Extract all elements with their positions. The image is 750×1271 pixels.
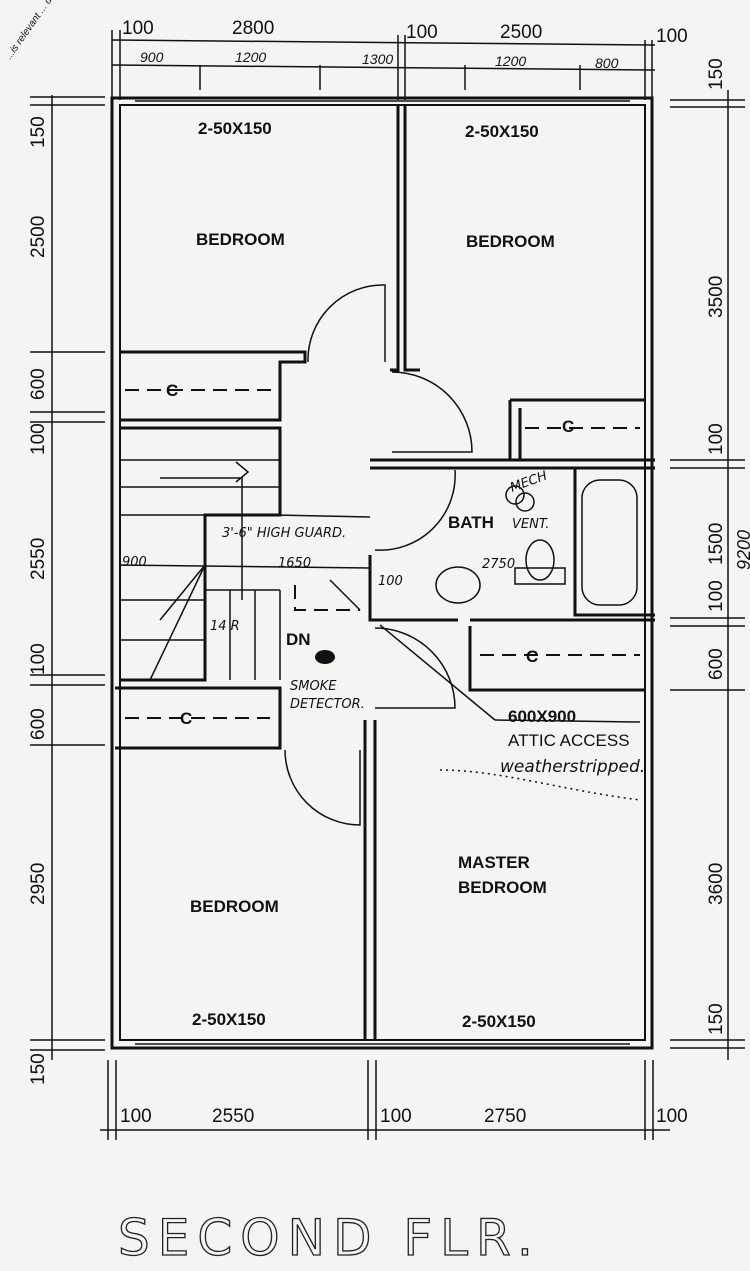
dim-text: 800 (595, 55, 619, 71)
right-dimensions: 150 3500 100 1500 100 600 3600 150 9200 (670, 58, 750, 1060)
dim-text: 100 (122, 18, 154, 39)
dim-text: 1300 (362, 51, 393, 67)
risers-note: 14 R (210, 619, 240, 634)
left-dimensions: 150 2500 600 100 2550 100 600 2950 150 (28, 95, 105, 1085)
bath-dim: 2750 (482, 557, 515, 572)
dim-text: 2800 (232, 18, 274, 39)
room-label: BATH (448, 513, 494, 532)
stair-width: 900 (122, 555, 147, 570)
room-label: BEDROOM (190, 897, 279, 916)
header-label: 2-50X150 (198, 119, 272, 138)
attic-label: ATTIC ACCESS (508, 731, 630, 750)
dim-text: 3500 (706, 276, 727, 318)
header-label: 2-50X150 (465, 122, 539, 141)
dim-text: 2950 (28, 863, 49, 905)
room-label: BEDROOM (196, 230, 285, 249)
dim-text: 100 (706, 423, 727, 455)
dim-text: 100 (120, 1106, 152, 1127)
dim-text: 100 (28, 423, 49, 455)
dim-text: 150 (28, 1053, 49, 1085)
dim-text: 100 (656, 1106, 688, 1127)
room-label: BEDROOM (466, 232, 555, 251)
header-label: 2-50X150 (192, 1010, 266, 1029)
dim-text: 1500 (706, 523, 727, 565)
guard-length: 1650 (278, 556, 311, 571)
bath-wall: 100 (378, 574, 403, 589)
smoke-detector-note: DETECTOR. (290, 697, 365, 712)
guard-note: 3'-6" HIGH GUARD. (222, 526, 346, 541)
dim-text: 100 (406, 22, 438, 43)
walls (110, 96, 655, 1050)
dim-text: 600 (28, 368, 49, 400)
dim-text: 100 (28, 643, 49, 675)
dim-text: 900 (140, 49, 164, 65)
dim-text: 2500 (500, 22, 542, 43)
dim-text: 1200 (235, 49, 266, 65)
dim-text: 9200 (734, 530, 750, 570)
dim-text: 3600 (706, 863, 727, 905)
bottom-dimensions: 100 2550 100 2750 100 (100, 1060, 688, 1140)
closet-label: C (526, 647, 538, 666)
dim-text: 150 (28, 116, 49, 148)
dim-text: 600 (28, 708, 49, 740)
dim-text: 100 (706, 580, 727, 612)
dim-text: 150 (706, 58, 727, 90)
dim-text: 1200 (495, 53, 526, 69)
closet-label: C (180, 709, 192, 728)
dim-text: 2550 (28, 538, 49, 580)
attic-size: 600X900 (508, 707, 576, 726)
closet-label: C (562, 417, 574, 436)
smoke-detector-note: SMOKE (290, 679, 337, 694)
dim-text: 2750 (484, 1106, 526, 1127)
corner-note: ...is relevant ... document and ... upon… (3, 0, 138, 62)
dim-text: 2500 (28, 216, 49, 258)
mech-note: MECH (508, 468, 549, 495)
vent-note: VENT. (512, 517, 549, 532)
dim-text: 600 (706, 648, 727, 680)
closet-label: C (166, 381, 178, 400)
down-label: DN (286, 630, 311, 649)
top-dimensions: 100 2800 100 2500 100 900 1200 1300 1200… (111, 18, 688, 100)
dim-text: 100 (656, 26, 688, 47)
room-label: MASTER (458, 853, 530, 872)
weatherstrip-note: weatherstripped. (500, 757, 645, 777)
header-label: 2-50X150 (462, 1012, 536, 1031)
dim-text: 2550 (212, 1106, 254, 1127)
room-label: BEDROOM (458, 878, 547, 897)
dim-text: 150 (706, 1003, 727, 1035)
dim-text: 100 (380, 1106, 412, 1127)
plan-title: SECOND FLR. (118, 1209, 541, 1267)
